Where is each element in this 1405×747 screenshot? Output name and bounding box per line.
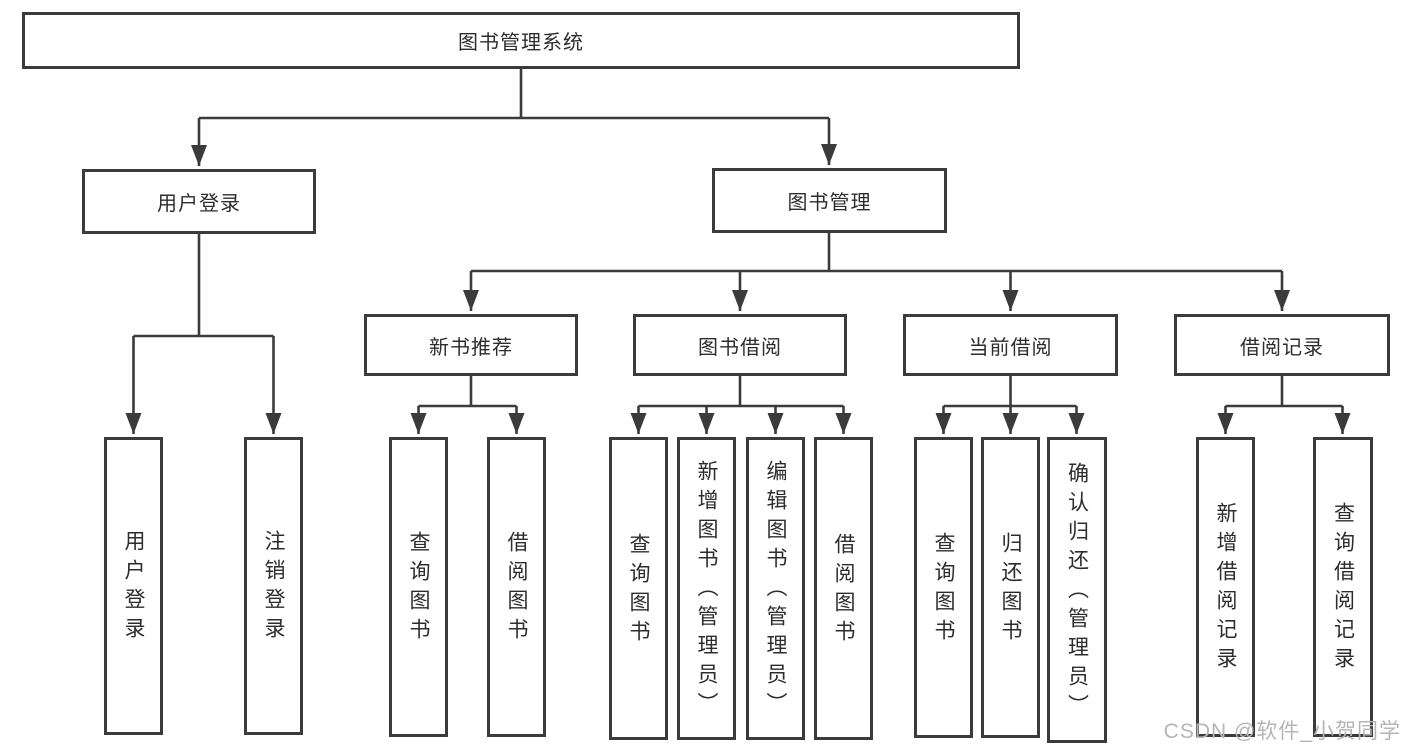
leaf-query-books-recommend: 查询图书 xyxy=(389,437,448,737)
leaf-edit-books-admin: 编辑图书（管理员） xyxy=(746,437,805,740)
node-current-borrowing: 当前借阅 xyxy=(903,314,1118,376)
node-root-library-system: 图书管理系统 xyxy=(22,12,1020,69)
node-user-login: 用户登录 xyxy=(82,169,316,234)
node-new-book-recommendation: 新书推荐 xyxy=(364,314,578,376)
leaf-add-borrow-record: 新增借阅记录 xyxy=(1196,437,1255,737)
leaf-query-borrow-record: 查询借阅记录 xyxy=(1313,437,1373,737)
csdn-watermark: CSDN @软件_小贺同学 xyxy=(1163,720,1401,743)
leaf-return-books: 归还图书 xyxy=(981,437,1040,738)
leaf-user-login: 用户登录 xyxy=(104,437,163,735)
node-book-borrowing: 图书借阅 xyxy=(633,314,847,376)
node-borrowing-records: 借阅记录 xyxy=(1174,314,1390,376)
leaf-borrow-books-borrowing: 借阅图书 xyxy=(814,437,873,740)
leaf-query-books-current: 查询图书 xyxy=(914,437,973,738)
leaf-query-books-borrowing: 查询图书 xyxy=(609,437,668,740)
leaf-logout: 注销登录 xyxy=(244,437,303,735)
leaf-confirm-return-admin: 确认归还（管理员） xyxy=(1047,437,1107,743)
leaf-borrow-books-recommend: 借阅图书 xyxy=(487,437,546,737)
node-book-management: 图书管理 xyxy=(712,168,947,233)
leaf-add-books-admin: 新增图书（管理员） xyxy=(677,437,736,740)
